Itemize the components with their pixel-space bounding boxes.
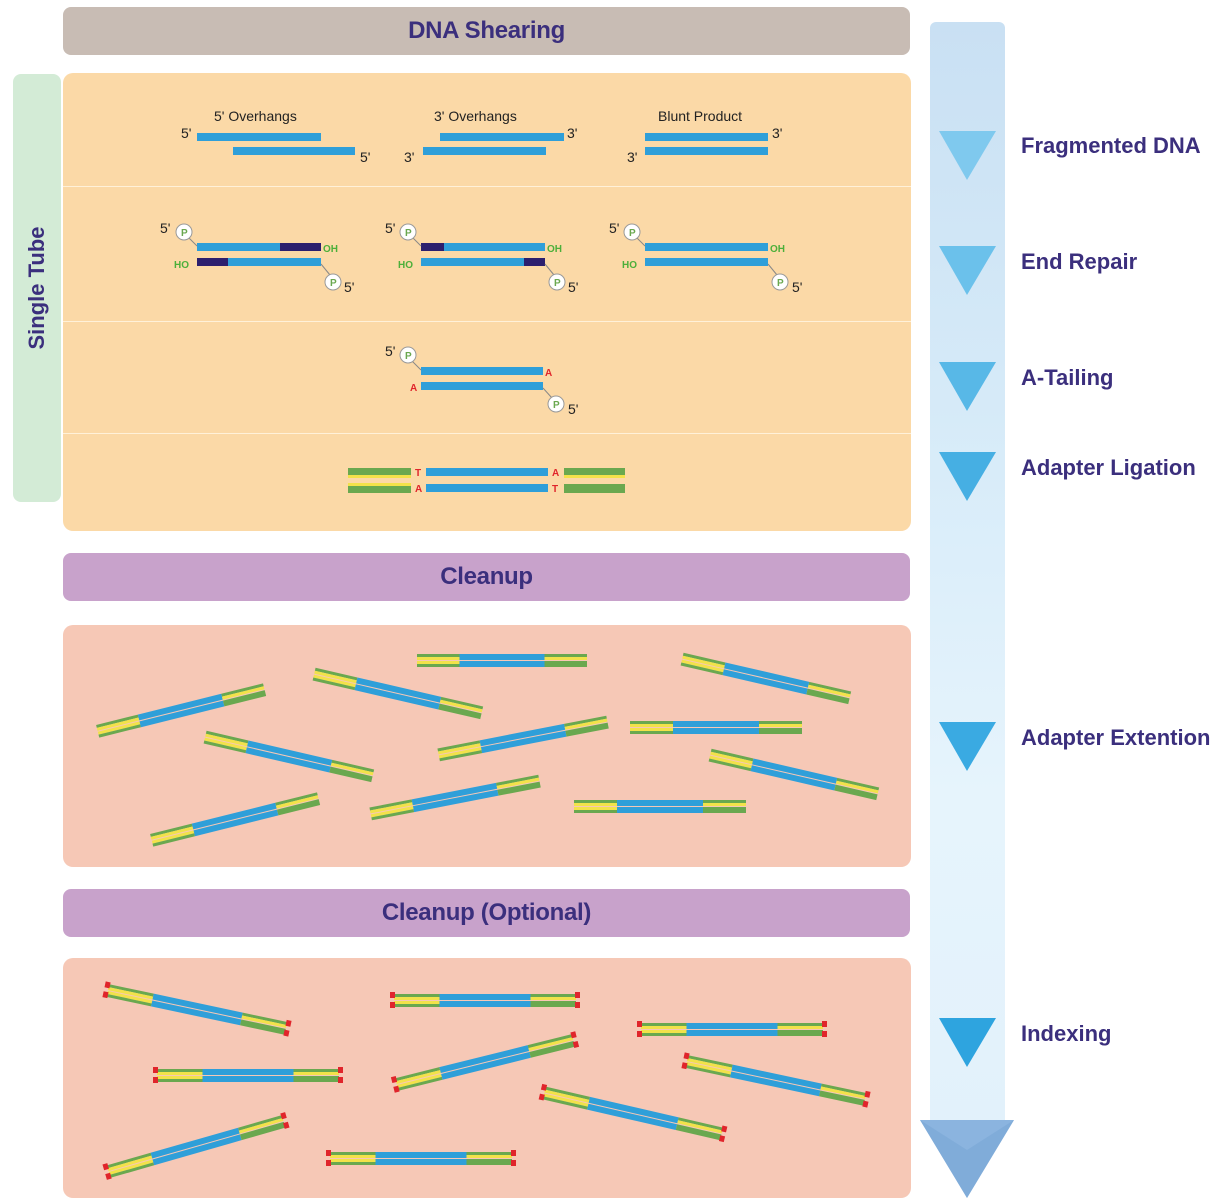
t-label: T bbox=[415, 468, 421, 479]
end-label: 3' bbox=[404, 149, 414, 165]
phosphate-label: P bbox=[181, 228, 188, 239]
dna-strand bbox=[423, 147, 546, 155]
phosphate-icon bbox=[623, 223, 646, 247]
adapter-fragment bbox=[203, 730, 375, 783]
dna-strand bbox=[233, 147, 355, 155]
a-overhang-label: A bbox=[545, 368, 552, 379]
step-end-repair: End Repair bbox=[1021, 249, 1138, 274]
indexed-fragment bbox=[102, 1112, 290, 1180]
indexed-fragment bbox=[390, 992, 580, 1008]
indexed-fragment bbox=[681, 1052, 871, 1108]
adapter-fragment bbox=[96, 683, 267, 738]
end-label: 5' bbox=[609, 220, 619, 236]
phosphate-label: P bbox=[330, 278, 337, 289]
phosphate-icon bbox=[399, 223, 422, 247]
adapter-fragment bbox=[574, 800, 746, 813]
step-triangle-icon bbox=[939, 246, 996, 295]
workflow-arrow-head-shade bbox=[920, 1120, 1014, 1198]
row-divider bbox=[63, 186, 911, 187]
dna-strand bbox=[645, 147, 768, 155]
end-label: 5' bbox=[792, 279, 802, 295]
phosphate-icon bbox=[767, 263, 789, 291]
phosphate-icon bbox=[399, 346, 422, 371]
fragment-type-label: Blunt Product bbox=[658, 108, 742, 124]
phosphate-icon bbox=[175, 223, 198, 247]
end-label: 5' bbox=[181, 125, 191, 141]
adapter-fragment bbox=[630, 721, 802, 734]
dna-strand bbox=[197, 133, 321, 141]
indexed-fragment bbox=[326, 1150, 516, 1166]
step-indexing: Indexing bbox=[1021, 1021, 1112, 1046]
a-overhang-label: A bbox=[410, 383, 417, 394]
a-label: A bbox=[552, 468, 559, 479]
end-label: 5' bbox=[344, 279, 354, 295]
step-triangle-icon bbox=[939, 362, 996, 411]
ligated-fragment bbox=[348, 468, 625, 493]
adapter-fragment bbox=[150, 792, 321, 847]
phosphate-label: P bbox=[405, 228, 412, 239]
dna-strand bbox=[645, 133, 768, 141]
adapter-fragment bbox=[708, 748, 880, 801]
phosphate-label: P bbox=[554, 278, 561, 289]
step-fragmented-dna: Fragmented DNA bbox=[1021, 133, 1201, 158]
fragment-type-label: 5' Overhangs bbox=[214, 108, 297, 124]
end-label: 5' bbox=[385, 343, 395, 359]
dna-strand bbox=[440, 133, 564, 141]
adapter-fragment bbox=[417, 654, 587, 667]
phosphate-label: P bbox=[777, 278, 784, 289]
indexed-fragment bbox=[637, 1021, 827, 1037]
dna-strand bbox=[421, 367, 543, 375]
ho-label: HO bbox=[174, 260, 189, 271]
indexed-fragment bbox=[538, 1083, 728, 1143]
phosphate-label: P bbox=[405, 351, 412, 362]
step-triangle-icon bbox=[939, 452, 996, 501]
workflow-arrow-shaft bbox=[930, 22, 1005, 1132]
adapter-fragment bbox=[369, 774, 541, 821]
hydroxyl-label: OH bbox=[770, 244, 785, 255]
step-adapter-extention: Adapter Extention bbox=[1021, 725, 1211, 750]
row-divider bbox=[63, 321, 911, 322]
row-divider bbox=[63, 433, 911, 434]
end-label: 3' bbox=[567, 125, 577, 141]
cleanup-header: Cleanup bbox=[63, 553, 910, 601]
end-repair-fragment bbox=[197, 243, 321, 266]
step-triangle-icon bbox=[939, 1018, 996, 1067]
cleanup-optional-header: Cleanup (Optional) bbox=[63, 889, 910, 937]
end-label: 5' bbox=[568, 279, 578, 295]
step-a-tailing: A-Tailing bbox=[1021, 365, 1114, 390]
a-label: A bbox=[415, 484, 422, 495]
dna-shearing-header: DNA Shearing bbox=[63, 7, 910, 55]
adapter-fragment bbox=[437, 715, 609, 762]
hydroxyl-label: OH bbox=[547, 244, 562, 255]
adapter-fragment bbox=[312, 667, 484, 720]
ho-label: HO bbox=[622, 260, 637, 271]
end-label: 3' bbox=[772, 125, 782, 141]
end-label: 5' bbox=[568, 401, 578, 417]
phosphate-label: P bbox=[629, 228, 636, 239]
indexed-fragment bbox=[153, 1067, 343, 1083]
indexed-fragment bbox=[102, 981, 292, 1037]
end-label: 3' bbox=[627, 149, 637, 165]
end-label: 5' bbox=[160, 220, 170, 236]
end-repair-fragment bbox=[645, 243, 768, 266]
indexed-fragment bbox=[390, 1031, 580, 1093]
end-label: 5' bbox=[385, 220, 395, 236]
phosphate-icon bbox=[542, 387, 565, 413]
step-triangle-icon bbox=[939, 131, 996, 180]
phosphate-icon bbox=[544, 263, 566, 291]
adapter-fragment bbox=[680, 652, 852, 705]
step-adapter-ligation: Adapter Ligation bbox=[1021, 455, 1196, 480]
ho-label: HO bbox=[398, 260, 413, 271]
end-repair-fragment bbox=[421, 243, 545, 266]
end-label: 5' bbox=[360, 149, 370, 165]
fragment-type-label: 3' Overhangs bbox=[434, 108, 517, 124]
phosphate-icon bbox=[320, 263, 342, 291]
single-tube-label: Single Tube bbox=[13, 74, 61, 502]
hydroxyl-label: OH bbox=[323, 244, 338, 255]
dna-strand bbox=[421, 382, 543, 390]
t-label: T bbox=[552, 484, 558, 495]
step-triangle-icon bbox=[939, 722, 996, 771]
phosphate-label: P bbox=[553, 400, 560, 411]
